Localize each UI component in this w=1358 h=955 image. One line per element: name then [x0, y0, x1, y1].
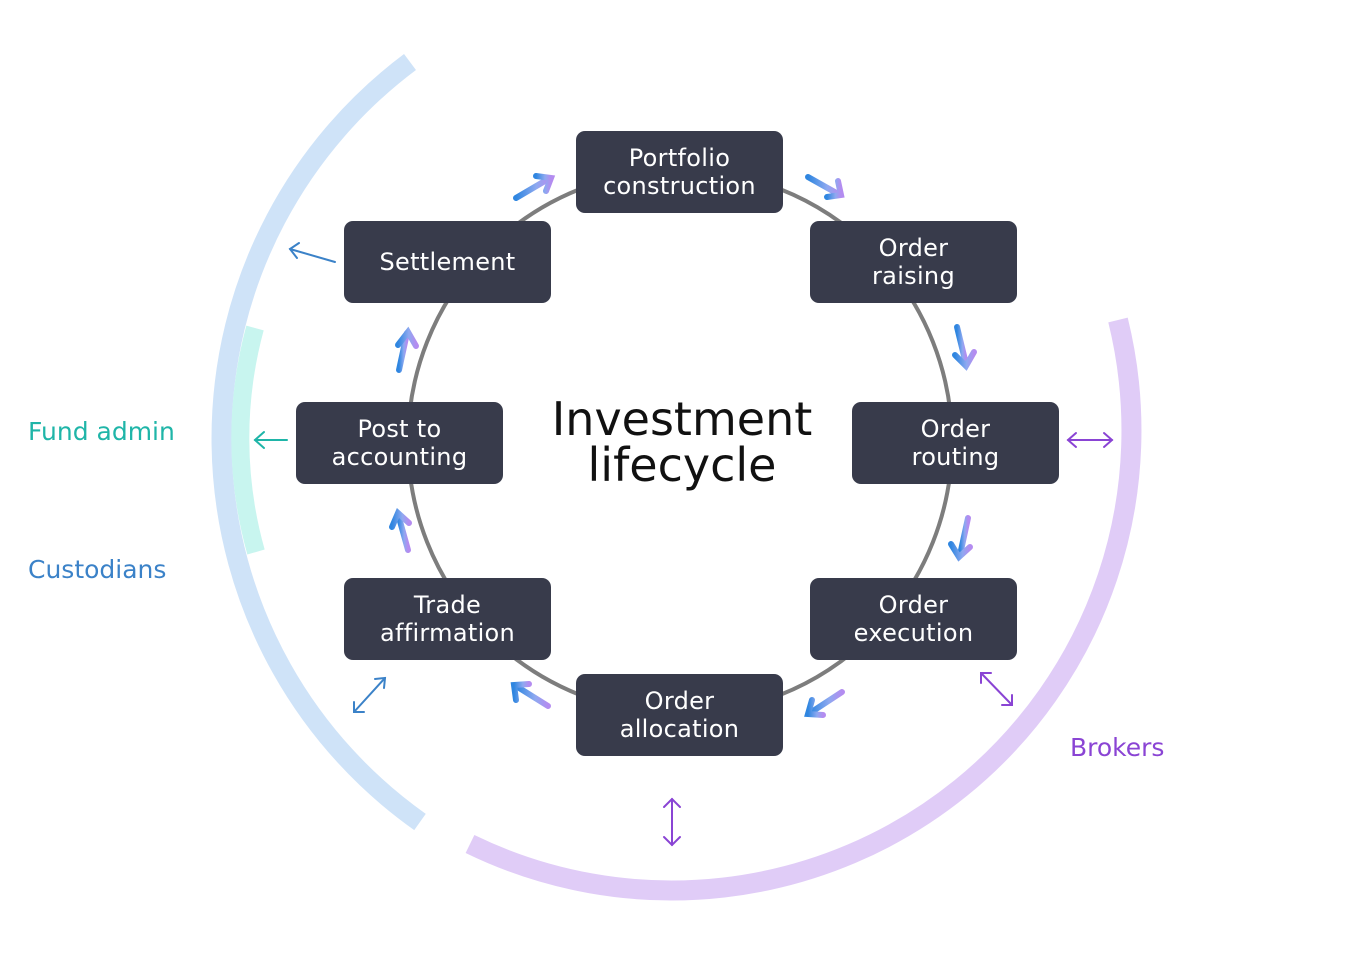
- affirmation-custodians-double-arrow-icon: [353, 676, 387, 713]
- brokers-arc: [465, 317, 1142, 901]
- label-brokers: Brokers: [1070, 733, 1165, 762]
- flow-arrow-icon: [948, 515, 973, 562]
- settlement-to-custodians-arrow-icon: [288, 242, 336, 263]
- flow-arrow-icon: [804, 689, 845, 718]
- title-line-1: Investment: [551, 392, 813, 446]
- diagram-title: Investment lifecycle: [530, 396, 834, 488]
- title-line-2: lifecycle: [587, 438, 777, 492]
- node-settlement: Settlement: [344, 221, 551, 303]
- flow-arrow-icon: [952, 324, 977, 371]
- flow-arrow-icon: [395, 326, 419, 373]
- flow-arrow-icon: [513, 173, 556, 201]
- execution-brokers-double-arrow-icon: [980, 672, 1013, 706]
- routing-brokers-double-arrow-icon: [1066, 432, 1114, 448]
- flow-arrow-icon: [510, 681, 551, 709]
- label-custodians: Custodians: [28, 555, 167, 584]
- allocation-brokers-double-arrow-icon: [663, 797, 681, 847]
- flow-arrow-icon: [805, 174, 845, 200]
- label-fund-admin: Fund admin: [28, 417, 175, 446]
- accounting-to-fund-admin-arrow-icon: [253, 431, 288, 449]
- flow-arrows: [389, 173, 977, 718]
- custodians-arc: [211, 53, 426, 831]
- flow-arrow-icon: [389, 507, 412, 553]
- fund-admin-arc: [231, 325, 265, 555]
